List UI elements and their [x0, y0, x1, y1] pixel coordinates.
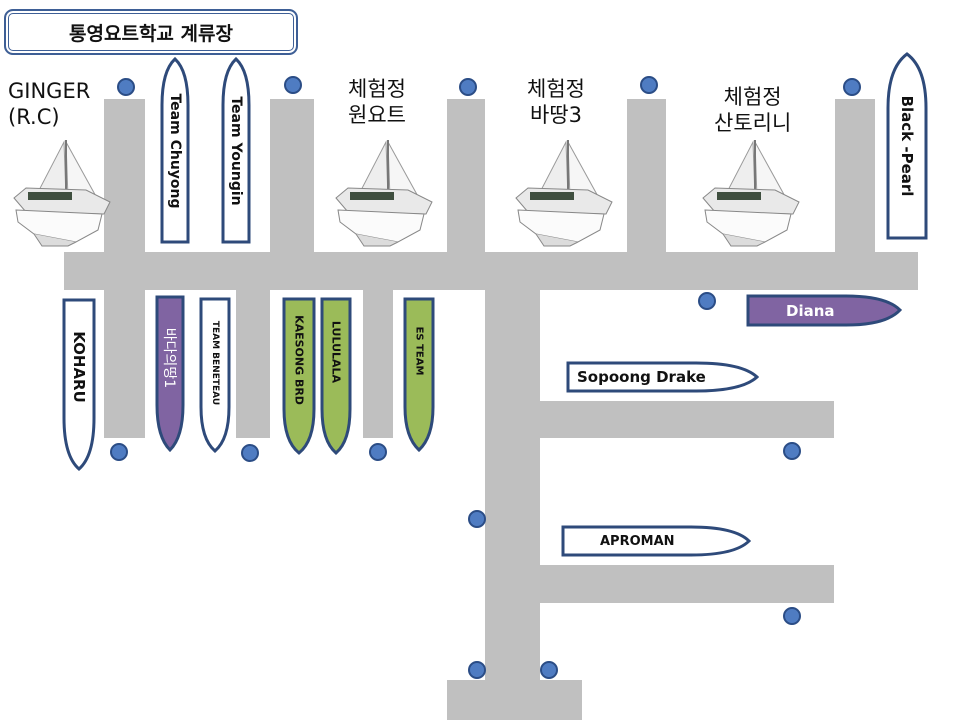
boat-diana: Diana [746, 294, 902, 327]
boat-label: 바다의땅1 [161, 327, 177, 389]
catamaran-icon [695, 138, 807, 248]
finger-top-3 [447, 99, 485, 254]
boat-lululala: LULULALA [320, 297, 352, 455]
bollard-icon [284, 76, 302, 94]
boat-label: KOHARU [70, 331, 88, 403]
finger-top-4 [627, 99, 666, 254]
boat-black-pearl: Black -Pearl [886, 52, 928, 240]
boat-kaesong-brd: KAESONG BRD [282, 297, 316, 455]
boat-label: KAESONG BRD [292, 315, 306, 406]
boat-apromana: APROMAN [561, 525, 751, 557]
finger-bottom-3 [363, 288, 393, 438]
bollard-icon [459, 78, 477, 96]
page-title: 통영요트학교 계류장 [69, 22, 233, 45]
base-pier [447, 680, 582, 720]
label-line: 체험정 [723, 85, 782, 109]
boat-team-youngin: Team Youngin [221, 57, 251, 244]
label-line: 바땅3 [529, 103, 582, 127]
branch-pier-2 [538, 565, 834, 603]
finger-top-5 [835, 99, 875, 254]
bollard-icon [843, 78, 861, 96]
bollard-icon [241, 444, 259, 462]
label-ginger: GINGER (R.C) [8, 78, 90, 130]
label-badang: 체험정 바땅3 [527, 76, 585, 128]
main-pier [64, 252, 918, 290]
boat-team-beneteau: TEAM BENETEAU [199, 297, 231, 453]
bollard-icon [783, 442, 801, 460]
label-line: 체험정 [527, 77, 585, 101]
boat-label: APROMAN [600, 533, 675, 549]
finger-top-2 [270, 99, 314, 254]
bollard-icon [468, 510, 486, 528]
label-line: 원요트 [348, 103, 406, 127]
finger-bottom-1 [104, 288, 145, 438]
label-line: GINGER [8, 79, 91, 103]
boat-sopoong-drake: Sopoong Drake [566, 361, 759, 393]
title-box: 통영요트학교 계류장 [4, 9, 298, 55]
label-line: 산토리니 [714, 111, 792, 135]
label-santorini: 체험정 산토리니 [714, 84, 791, 136]
label-line: (R.C) [8, 105, 60, 129]
bollard-icon [110, 443, 128, 461]
boat-koharu: KOHARU [62, 298, 96, 471]
boat-label: Black -Pearl [898, 95, 916, 197]
boat-es-team: ES TEAM [403, 297, 435, 452]
bollard-icon [783, 607, 801, 625]
boat-team-chuyong: Team Chuyong [160, 57, 190, 244]
bollard-icon [468, 661, 486, 679]
finger-bottom-2 [236, 288, 270, 438]
boat-label: ES TEAM [413, 326, 425, 376]
boat-label: TEAM BENETEAU [210, 320, 220, 405]
branch-pier-1 [538, 401, 834, 438]
bollard-icon [117, 78, 135, 96]
bollard-icon [369, 443, 387, 461]
label-line: 체험정 [348, 77, 406, 101]
finger-top-1 [104, 99, 145, 254]
boat-badaeui-ttang1: 바다의땅1 [155, 295, 185, 452]
bollard-icon [698, 292, 716, 310]
boat-label: Sopoong Drake [577, 368, 706, 386]
bollard-icon [540, 661, 558, 679]
boat-label: LULULALA [329, 321, 343, 384]
catamaran-icon [6, 138, 118, 248]
trunk-pier [485, 288, 540, 683]
boat-label: Diana [786, 301, 835, 320]
boat-label: Team Youngin [228, 95, 244, 206]
boat-label: Team Chuyong [167, 92, 183, 209]
catamaran-icon [508, 138, 620, 248]
bollard-icon [640, 76, 658, 94]
catamaran-icon [328, 138, 440, 248]
label-wonyot: 체험정 원요트 [348, 76, 406, 128]
